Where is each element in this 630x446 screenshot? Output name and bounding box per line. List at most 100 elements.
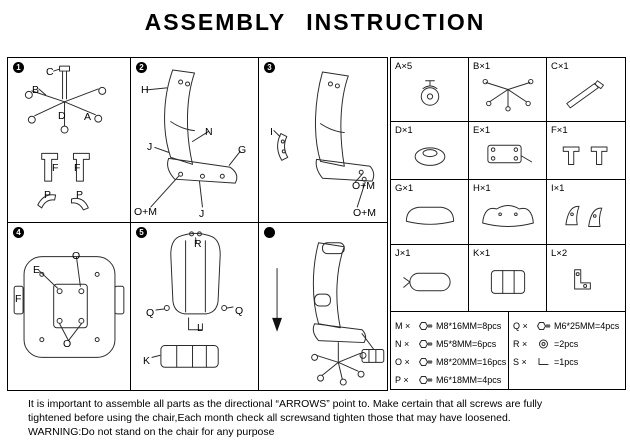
part-label: J×1	[395, 248, 411, 259]
hardware-item-m: M × M8*16MM=8pcs	[395, 317, 505, 335]
part-cell-h: H×1	[469, 180, 547, 245]
caster-wheel-icon	[420, 80, 439, 106]
diagram-label: Q	[235, 305, 244, 317]
diagram-label: R	[194, 238, 202, 250]
part-cell-i: I×1	[547, 180, 625, 245]
step2-diagram	[146, 69, 241, 208]
l-bracket-icon	[574, 269, 591, 290]
diagram-label: J	[147, 141, 153, 153]
hardware-letter: P ×	[395, 375, 409, 385]
footrest-pad-icon	[490, 270, 525, 294]
parts-grid: A×5 B×1 C×1	[391, 58, 625, 312]
parts-list-table: A×5 B×1 C×1	[390, 57, 626, 390]
diagram-label: N	[205, 126, 213, 138]
step-panel-4: 4 E O F O	[8, 223, 131, 391]
step-number-badge: 5	[136, 227, 147, 238]
part-cell-d: D×1	[391, 122, 469, 180]
footer-line-1: It is important to assemble all parts as…	[28, 398, 543, 410]
headrest-pillow-icon	[402, 272, 451, 292]
hardware-spec: =1pcs	[554, 357, 579, 367]
step6-diagram	[272, 242, 385, 386]
step1-diagram	[24, 65, 107, 211]
hardware-spec: M6*25MM=4pcs	[554, 321, 620, 331]
hardware-letter: N ×	[395, 339, 410, 349]
hardware-item-q: Q × M6*25MM=4pcs	[513, 317, 622, 335]
diagram-label: E	[33, 264, 41, 276]
diagram-label: G	[238, 144, 247, 156]
hardware-letter: M ×	[395, 321, 411, 331]
page-title: ASSEMBLY INSTRUCTION	[144, 9, 486, 35]
footer-line-2: tightened before using the chair,Each mo…	[28, 412, 511, 424]
hardware-spec: =2pcs	[554, 339, 579, 349]
diagram-label: F	[52, 162, 59, 174]
part-label: F×1	[551, 125, 568, 136]
hardware-list-right: Q × M6*25MM=4pcs R × =2pcs S ×	[509, 312, 625, 389]
part-label: E×1	[473, 125, 491, 136]
step-number-badge	[264, 227, 275, 238]
diagram-label: F	[15, 293, 22, 305]
part-cell-j: J×1	[391, 245, 469, 312]
part-label: B×1	[473, 61, 491, 72]
hardware-spec: M8*16MM=8pcs	[436, 321, 502, 331]
footer-warning: WARNING:Do not stand on the chair for an…	[28, 426, 275, 438]
diagram-label: I	[270, 126, 273, 138]
part-cell-b: B×1	[469, 58, 547, 122]
diagram-label: F	[74, 162, 81, 174]
diagram-label: C	[46, 66, 54, 78]
hex-bolt-icon	[419, 358, 433, 366]
step-number-badge: 3	[264, 62, 275, 73]
part-label: D×1	[395, 125, 413, 136]
hardware-list-left: M × M8*16MM=8pcs N × M5*8MM=6pcs O ×	[391, 312, 509, 389]
part-cell-e: E×1	[469, 122, 547, 180]
step3-diagram	[273, 71, 375, 208]
hardware-letter: Q ×	[513, 321, 528, 331]
hardware-spec: M6*18MM=4pcs	[436, 375, 502, 385]
diagram-label: O+M	[352, 180, 376, 192]
step-number-badge: 1	[13, 62, 24, 73]
part-cell-l: L×2	[547, 245, 625, 312]
diagram-label: O	[72, 250, 81, 262]
part-label: C×1	[551, 61, 569, 72]
diagram-label: A	[84, 111, 92, 123]
part-cell-k: K×1	[469, 245, 547, 312]
hardware-letter: S ×	[513, 357, 527, 367]
step-number-badge: 4	[13, 227, 24, 238]
part-label: I×1	[551, 183, 565, 194]
hardware-letter: O ×	[395, 357, 410, 367]
hardware-item-n: N × M5*8MM=6pcs	[395, 335, 505, 353]
recline-brackets-icon	[565, 205, 603, 227]
step-panel-3: 3 I O+M O+M	[259, 58, 388, 223]
step-number-badge: 2	[136, 62, 147, 73]
part-cell-g: G×1	[391, 180, 469, 245]
part-cell-f: F×1	[547, 122, 625, 180]
hardware-item-r: R × =2pcs	[513, 335, 622, 353]
part-label: A×5	[395, 61, 413, 72]
armrests-icon	[562, 146, 608, 165]
diagram-label: O	[63, 338, 72, 350]
part-label: G×1	[395, 183, 414, 194]
backrest-icon	[481, 204, 534, 227]
hardware-item-p: P × M6*18MM=4pcs	[395, 371, 505, 389]
step-panel-6	[259, 223, 388, 391]
diagram-label: O+M	[353, 207, 377, 219]
part-label: H×1	[473, 183, 491, 194]
base-cover-icon	[414, 147, 445, 166]
seat-cushion-icon	[405, 206, 454, 225]
diagram-label: Q	[146, 307, 155, 319]
step4-diagram	[13, 256, 125, 358]
diagram-label: P	[76, 189, 84, 201]
hex-bolt-icon	[537, 322, 551, 330]
part-label: L×2	[551, 248, 568, 259]
part-label: K×1	[473, 248, 491, 259]
washer-icon	[539, 339, 548, 349]
diagram-label: J	[199, 208, 205, 220]
tilt-mechanism-icon	[486, 144, 532, 164]
step5-diagram	[151, 231, 234, 368]
allen-key-icon	[538, 358, 549, 365]
diagram-label: K	[143, 355, 151, 367]
